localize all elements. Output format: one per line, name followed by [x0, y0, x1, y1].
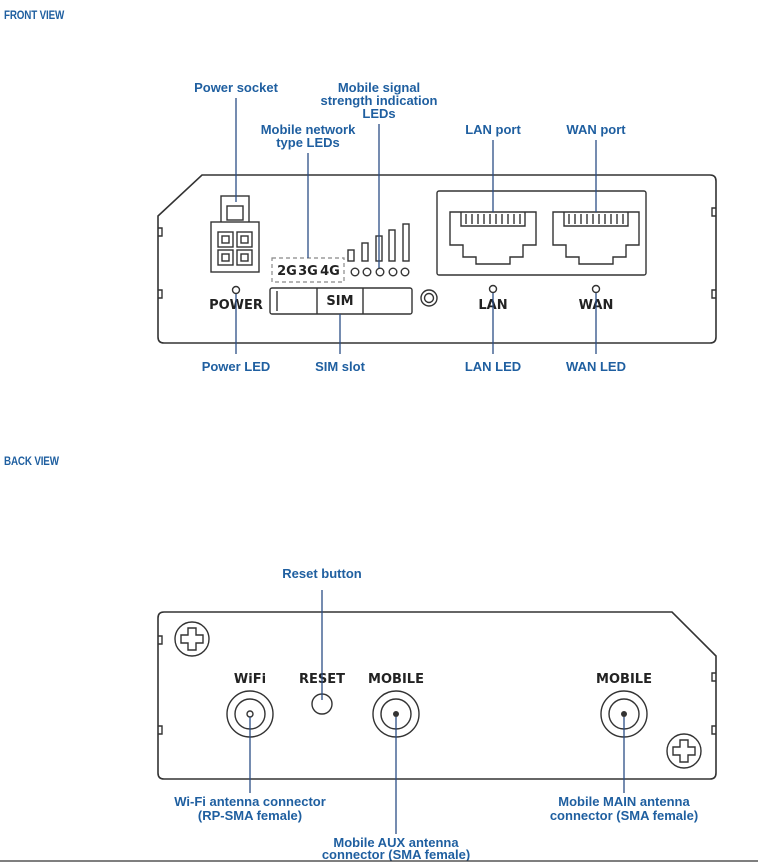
mobile-aux-label: MOBILE [368, 672, 424, 687]
mobile-main-antenna-connector[interactable] [600, 690, 648, 738]
callout-power-socket: Power socket [194, 80, 278, 95]
led-4g-label: 4G [320, 264, 340, 279]
callout-sim-slot: SIM slot [315, 359, 366, 374]
signal-strength-leds [347, 223, 410, 277]
callout-aux-2: connector (SMA female) [322, 847, 470, 862]
power-led [231, 285, 241, 295]
lan-port[interactable] [449, 211, 537, 265]
callout-power-led: Power LED [202, 359, 271, 374]
callout-wan-port: WAN port [566, 122, 626, 137]
sim-slot[interactable]: SIM [269, 287, 413, 315]
callout-main-2: connector (SMA female) [550, 808, 698, 823]
wan-port[interactable] [552, 211, 640, 265]
back-panel-body [157, 611, 717, 780]
front-view-title: FRONT VIEW [4, 8, 65, 22]
mobile-main-label: MOBILE [596, 672, 652, 687]
front-panel: POWER 2G 3G 4G SIM [157, 174, 717, 344]
back-view-title: BACK VIEW [4, 454, 59, 468]
front-callouts: Power socket Mobile signal strength indi… [194, 80, 626, 374]
callout-wifi-1: Wi-Fi antenna connector [174, 794, 326, 809]
callout-mobile-network-1: Mobile network [261, 122, 356, 137]
back-callouts: Reset button Wi-Fi antenna connector (RP… [174, 566, 698, 862]
lan-led [488, 284, 498, 294]
led-2g-label: 2G [277, 264, 297, 279]
wifi-label: WiFi [234, 672, 266, 687]
mobile-aux-antenna-connector[interactable] [372, 690, 420, 738]
wifi-antenna-connector[interactable] [226, 690, 274, 738]
callout-aux-1: Mobile AUX antenna [333, 835, 459, 850]
callout-main-1: Mobile MAIN antenna [558, 794, 690, 809]
callout-lan-port: LAN port [465, 122, 521, 137]
back-panel: WiFi RESET MOBILE MOBILE [157, 611, 717, 780]
network-type-leds: 2G 3G 4G [271, 257, 345, 283]
sim-label: SIM [326, 294, 353, 309]
wan-led [591, 284, 601, 294]
screw-bottom-right-icon [666, 733, 702, 769]
screw-top-left-icon [174, 621, 210, 657]
callout-reset-button: Reset button [282, 566, 362, 581]
led-3g-label: 3G [298, 264, 318, 279]
callout-mobile-signal-3: LEDs [362, 106, 395, 121]
callout-mobile-signal-2: strength indication [321, 93, 438, 108]
callout-mobile-signal-1: Mobile signal [338, 80, 420, 95]
callout-mobile-network-2: type LEDs [276, 135, 340, 150]
power-socket [210, 195, 260, 273]
callout-wifi-2: (RP-SMA female) [198, 808, 302, 823]
callout-lan-led: LAN LED [465, 359, 521, 374]
callout-wan-led: WAN LED [566, 359, 626, 374]
